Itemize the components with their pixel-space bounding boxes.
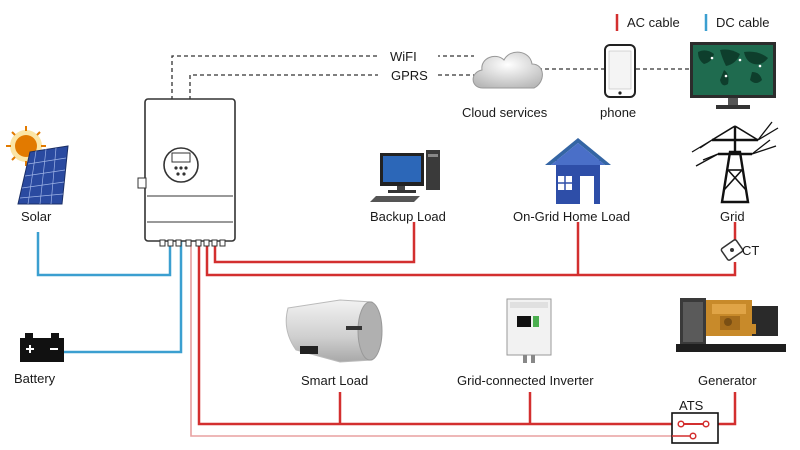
- ats-switch-icon: [671, 412, 719, 444]
- battery-icon: [20, 333, 64, 362]
- diesel-generator-icon: [676, 298, 786, 352]
- home-load-label: On-Grid Home Load: [513, 209, 630, 224]
- current-transformer-icon: [720, 239, 744, 261]
- cloud-label: Cloud services: [462, 105, 548, 120]
- battery-dc-cable: [62, 240, 183, 354]
- wifi-link: [171, 55, 474, 100]
- generator-ats-cable: [718, 392, 737, 426]
- dc-cables: [36, 232, 183, 354]
- solar-label: Solar: [21, 209, 52, 224]
- gprs-link: [189, 74, 474, 100]
- legend: AC cable DC cable: [615, 14, 769, 31]
- grid-label: Grid: [720, 209, 745, 224]
- generator-label: Generator: [698, 373, 757, 388]
- water-heater-icon: [285, 299, 383, 363]
- house-icon: [545, 138, 611, 204]
- aux-ac-cable: [190, 240, 672, 437]
- backup-load-label: Backup Load: [370, 209, 446, 224]
- solar-dc-cable: [36, 232, 172, 277]
- world-map-monitor-icon: [690, 42, 776, 109]
- desktop-computer-icon: [370, 150, 440, 202]
- grid-inverter-label: Grid-connected Inverter: [457, 373, 594, 388]
- wifi-label: WiFI: [390, 49, 417, 64]
- legend-dc-label: DC cable: [716, 15, 769, 30]
- comm-links: [171, 55, 690, 100]
- gprs-label: GPRS: [391, 68, 428, 83]
- transmission-tower-icon: [691, 121, 779, 204]
- ac-cables: [190, 222, 737, 437]
- backup-ac-cable: [213, 222, 416, 264]
- ats-label: ATS: [679, 398, 704, 413]
- grid-ac-cable: [205, 240, 737, 277]
- solar-panel-icon: [6, 126, 69, 205]
- ats-ac-cable: [197, 240, 672, 426]
- smart-load-label: Smart Load: [301, 373, 368, 388]
- phone-label: phone: [600, 105, 636, 120]
- battery-label: Battery: [14, 371, 56, 386]
- hybrid-inverter-icon: [137, 98, 236, 247]
- smartphone-icon: [604, 44, 636, 98]
- legend-ac-label: AC cable: [627, 15, 680, 30]
- cloud-icon: [472, 51, 543, 89]
- grid-tie-inverter-icon: [506, 298, 552, 363]
- ct-label: CT: [742, 243, 759, 258]
